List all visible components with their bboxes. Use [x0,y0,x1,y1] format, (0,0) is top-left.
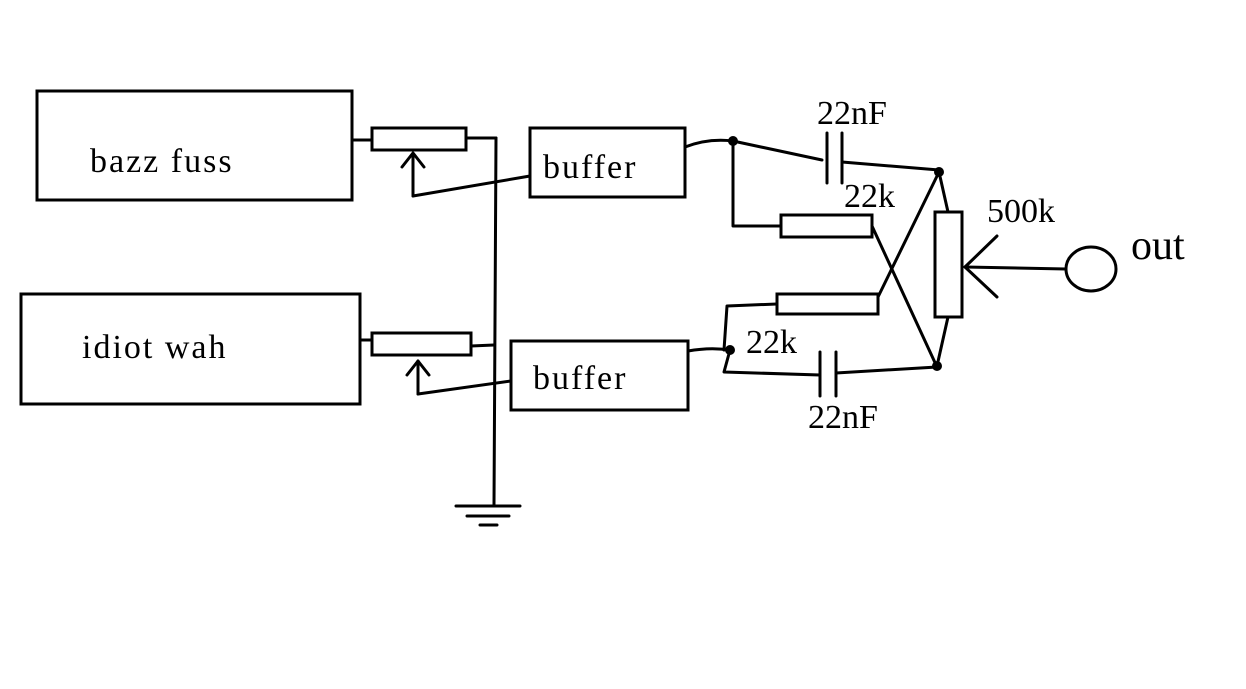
top-cap-lead-left [731,139,824,162]
resistor-bottom-value: 22k [746,324,797,361]
capacitor-bottom-value: 22nF [808,399,878,436]
output-jack [1064,245,1118,293]
pot-output-top-lead [937,170,950,214]
output-label: out [1131,223,1185,269]
potentiometer-500k-value: 500k [987,193,1055,230]
capacitor-bottom [818,350,838,398]
buffer-top-block [528,126,687,199]
top-wiper-wire [411,174,532,198]
bazz-fuss-label: bazz fuss [90,143,234,180]
resistor-top [779,213,874,239]
resistor-top-value: 22k [844,178,895,215]
buffer-bottom-block [509,339,690,412]
resistor-bottom [775,292,880,316]
potentiometer-500k-wiper-arrow [963,234,1068,299]
bazz-fuss-block [35,89,354,202]
top-buffer-output-wire [683,138,735,149]
bottom-resistor-lead-left [722,302,779,352]
potentiometer-500k [933,210,964,319]
bottom-cap-lead-right [834,365,939,375]
buffer-bottom-label: buffer [533,360,627,397]
bottom-cap-lead-left [722,348,822,377]
ground-symbol [454,504,522,527]
capacitor-top [825,131,844,185]
bottom-blend-potentiometer [358,331,496,396]
crossing-wire-bottom-resistor [876,170,941,299]
idiot-wah-block [19,292,362,406]
idiot-wah-label: idiot wah [82,329,227,366]
bottom-wiper-wire [416,379,513,396]
ground-rail [492,136,498,507]
pot-output-bottom-lead [935,315,950,368]
buffer-top-label: buffer [543,149,637,186]
top-blend-potentiometer [350,126,498,198]
crossing-wire-top-resistor [870,224,939,369]
top-resistor-lead-left [731,139,783,228]
top-cap-lead-right [840,160,941,172]
capacitor-top-value: 22nF [817,95,887,132]
